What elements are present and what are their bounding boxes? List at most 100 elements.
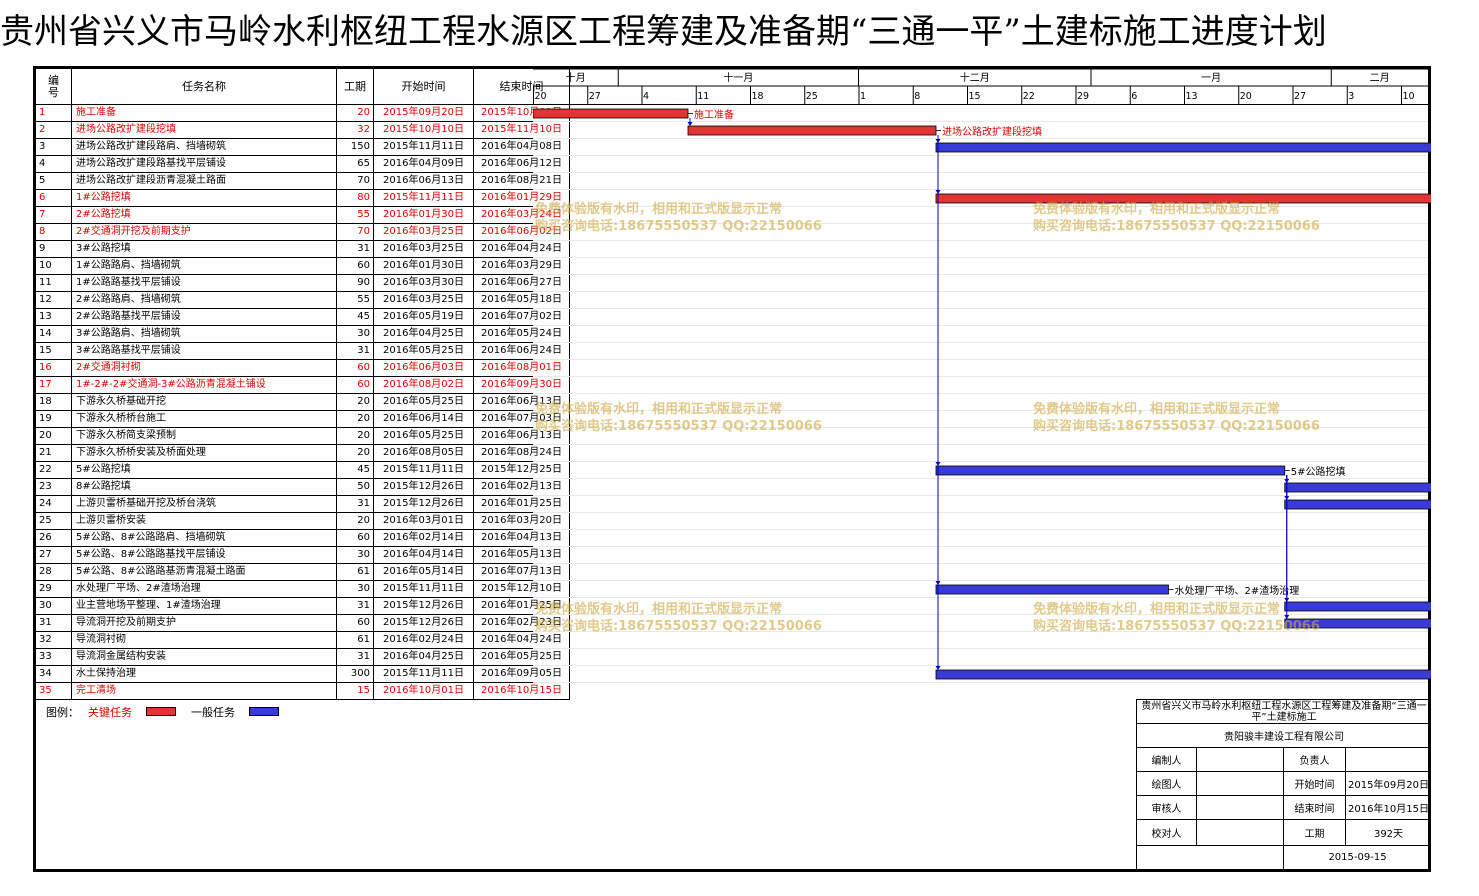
task-id: 29 bbox=[36, 581, 72, 598]
task-bar-label: 5#公路挖填 bbox=[1291, 465, 1346, 478]
task-start: 2016年06月14日 bbox=[374, 411, 474, 428]
task-end: 2016年10月15日 bbox=[474, 683, 570, 700]
task-name: 2#公路路肩、挡墙砌筑 bbox=[72, 292, 337, 309]
task-start: 2015年11月11日 bbox=[374, 462, 474, 479]
task-name: 1#公路路基找平层铺设 bbox=[72, 275, 337, 292]
task-name: 2#交通洞开挖及前期支护 bbox=[72, 224, 337, 241]
task-id: 9 bbox=[36, 241, 72, 258]
task-bar bbox=[1284, 499, 1431, 510]
task-bar-label: 施工准备 bbox=[694, 108, 734, 121]
day-label: 4 bbox=[643, 91, 649, 102]
month-label: 十二月 bbox=[960, 71, 990, 84]
day-label: 8 bbox=[914, 91, 920, 102]
task-end: 2016年06月27日 bbox=[474, 275, 570, 292]
task-id: 8 bbox=[36, 224, 72, 241]
task-duration: 15 bbox=[337, 683, 374, 700]
task-start: 2015年11月11日 bbox=[374, 139, 474, 156]
task-end: 2016年01月29日 bbox=[474, 190, 570, 207]
task-id: 20 bbox=[36, 428, 72, 445]
task-start: 2016年04月09日 bbox=[374, 156, 474, 173]
task-end: 2016年06月02日 bbox=[474, 224, 570, 241]
arrowhead bbox=[1284, 615, 1290, 619]
task-id: 1 bbox=[36, 105, 72, 122]
day-label: 22 bbox=[1023, 91, 1035, 102]
task-bar bbox=[1284, 618, 1431, 629]
task-end: 2016年08月01日 bbox=[474, 360, 570, 377]
task-duration: 65 bbox=[337, 156, 374, 173]
task-start: 2016年10月01日 bbox=[374, 683, 474, 700]
task-duration: 20 bbox=[337, 411, 374, 428]
chart-frame bbox=[33, 66, 1431, 872]
task-id: 2 bbox=[36, 122, 72, 139]
task-duration: 300 bbox=[337, 666, 374, 683]
task-start: 2016年03月30日 bbox=[374, 275, 474, 292]
task-id: 10 bbox=[36, 258, 72, 275]
task-id: 22 bbox=[36, 462, 72, 479]
task-bar bbox=[935, 142, 1431, 153]
task-name: 进场公路改扩建段沥青混凝土路面 bbox=[72, 173, 337, 190]
task-id: 35 bbox=[36, 683, 72, 700]
task-start: 2015年12月26日 bbox=[374, 598, 474, 615]
task-bar bbox=[1284, 482, 1431, 493]
task-duration: 20 bbox=[337, 394, 374, 411]
task-start: 2015年11月11日 bbox=[374, 581, 474, 598]
day-label: 27 bbox=[589, 91, 601, 102]
legend-normal-swatch bbox=[249, 707, 279, 716]
header-duration: 工期 bbox=[337, 69, 374, 105]
task-start: 2016年05月14日 bbox=[374, 564, 474, 581]
task-end: 2016年06月12日 bbox=[474, 156, 570, 173]
task-bar bbox=[935, 584, 1169, 595]
task-end: 2016年05月18日 bbox=[474, 292, 570, 309]
task-name: 进场公路改扩建段路基找平层铺设 bbox=[72, 156, 337, 173]
header-start: 开始时间 bbox=[374, 69, 474, 105]
task-end: 2016年01月25日 bbox=[474, 496, 570, 513]
task-name: 1#公路路肩、挡墙砌筑 bbox=[72, 258, 337, 275]
task-end: 2016年06月24日 bbox=[474, 343, 570, 360]
task-duration: 20 bbox=[337, 105, 374, 122]
task-duration: 80 bbox=[337, 190, 374, 207]
task-end: 2016年09月05日 bbox=[474, 666, 570, 683]
legend-normal-label: 一般任务 bbox=[191, 706, 235, 719]
task-duration: 55 bbox=[337, 292, 374, 309]
task-id: 3 bbox=[36, 139, 72, 156]
info-reviewer-label: 审核人 bbox=[1136, 795, 1196, 819]
task-start: 2016年05月25日 bbox=[374, 343, 474, 360]
task-duration: 60 bbox=[337, 530, 374, 547]
task-duration: 31 bbox=[337, 649, 374, 666]
task-end: 2016年09月30日 bbox=[474, 377, 570, 394]
info-reviewer-value bbox=[1196, 795, 1283, 819]
task-name: 2#公路挖填 bbox=[72, 207, 337, 224]
task-id: 15 bbox=[36, 343, 72, 360]
task-name: 8#公路挖填 bbox=[72, 479, 337, 496]
task-duration: 31 bbox=[337, 343, 374, 360]
task-id: 28 bbox=[36, 564, 72, 581]
task-id: 11 bbox=[36, 275, 72, 292]
task-name: 导流洞开挖及前期支护 bbox=[72, 615, 337, 632]
day-label: 10 bbox=[1403, 91, 1415, 102]
task-name: 5#公路、8#公路路基沥青混凝土路面 bbox=[72, 564, 337, 581]
task-start: 2016年03月25日 bbox=[374, 292, 474, 309]
task-start: 2015年12月26日 bbox=[374, 479, 474, 496]
page-title: 贵州省兴义市马岭水利枢纽工程水源区工程筹建及准备期“三通一平”土建标施工进度计划 bbox=[0, 12, 1327, 52]
task-name: 上游贝雷桥基础开挖及桥台浇筑 bbox=[72, 496, 337, 513]
task-end: 2016年03月20日 bbox=[474, 513, 570, 530]
task-start: 2015年12月26日 bbox=[374, 615, 474, 632]
day-label: 13 bbox=[1186, 91, 1198, 102]
task-name: 1#-2#-2#交通洞-3#公路沥青混凝土铺设 bbox=[72, 377, 337, 394]
task-name: 导流洞衬砌 bbox=[72, 632, 337, 649]
task-start: 2015年09月20日 bbox=[374, 105, 474, 122]
